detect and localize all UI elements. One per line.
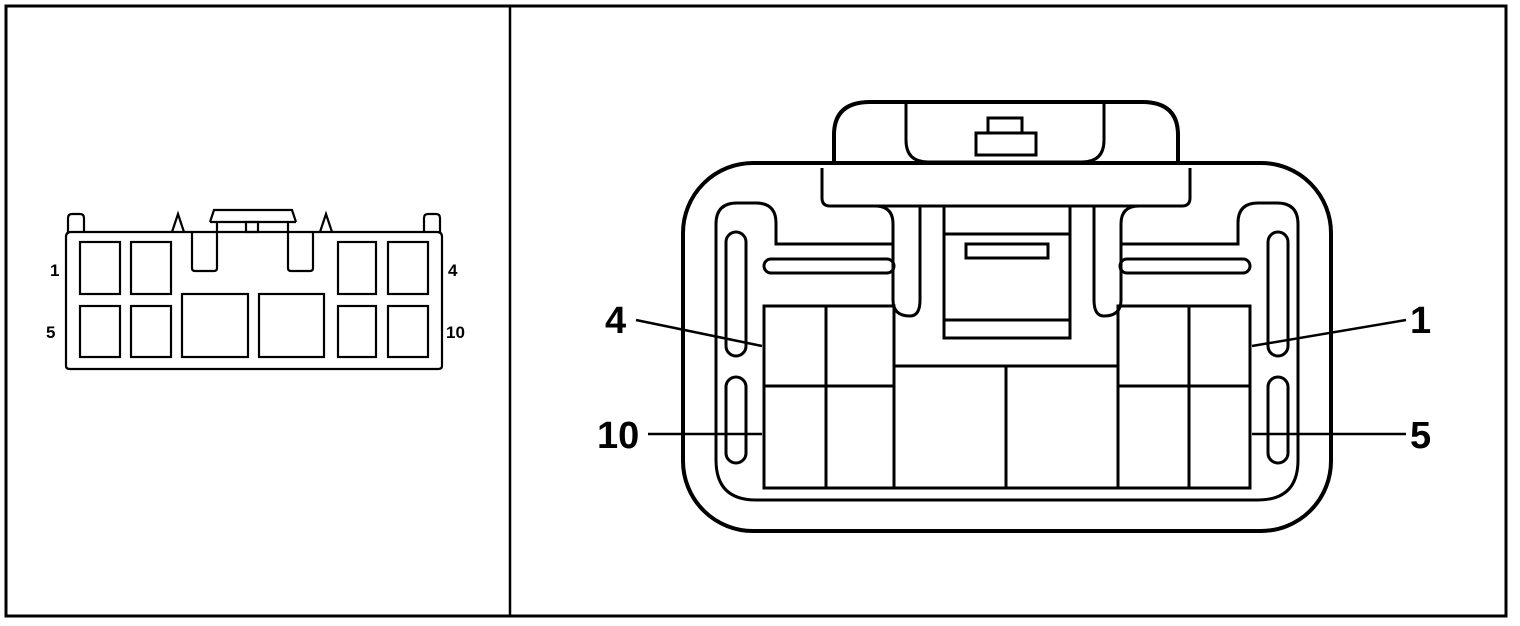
left-fin-right: [318, 210, 334, 233]
left-lock-notch-left: [190, 222, 219, 273]
left-cavity-6: [129, 304, 173, 359]
right-inner-right: [1119, 201, 1300, 460]
left-cavity-5: [78, 304, 122, 359]
right-shoulder-bar: [820, 168, 1192, 208]
right-callout-5: 5: [1410, 415, 1431, 457]
left-cavity-8: [257, 292, 326, 359]
left-cavity-3: [336, 240, 378, 296]
left-cavity-7: [180, 292, 250, 359]
right-side-slot-right-lower: [1266, 375, 1290, 465]
left-corner-latch-right: [422, 212, 442, 232]
left-corner-latch-left: [66, 212, 86, 232]
right-callout-1: 1: [1410, 300, 1431, 342]
left-pin-label-10: 10: [446, 323, 465, 342]
left-fin-left: [170, 210, 186, 233]
left-cavity-10: [386, 304, 430, 359]
right-callout-10: 10: [597, 415, 639, 457]
left-lock-top: [208, 208, 298, 223]
left-connector: [64, 208, 444, 371]
right-inner-left: [714, 201, 895, 460]
left-cavity-9: [336, 304, 378, 359]
right-side-slot-right-upper: [1266, 230, 1290, 358]
right-side-slot-left-upper: [724, 230, 748, 358]
right-latch-housing: [832, 100, 1180, 163]
right-slot-left: [762, 257, 896, 275]
left-pin-label-1: 1: [50, 261, 59, 280]
left-cavity-4: [386, 240, 430, 296]
right-side-slot-left-lower: [724, 375, 748, 465]
left-lock-tab: [244, 220, 260, 234]
right-lock-post: [942, 206, 1072, 340]
outer-frame: [4, 4, 1508, 618]
left-cavity-1: [78, 240, 122, 296]
right-latch-button-top: [986, 116, 1024, 135]
right-cavity-block: [762, 304, 1252, 490]
right-latch-inner: [904, 102, 1106, 164]
leader-line-1: [1251, 318, 1407, 348]
left-lock-notch-right: [286, 222, 315, 273]
left-pin-label-4: 4: [448, 261, 458, 280]
right-inner-bottom: [714, 459, 1300, 502]
left-connector-body: [64, 230, 444, 371]
left-pin-label-5: 5: [46, 323, 55, 342]
right-slot-right: [1118, 257, 1252, 275]
right-connector: [681, 100, 1333, 533]
right-lock-slot: [964, 242, 1050, 260]
right-callout-4: 4: [605, 300, 626, 342]
leader-line-4: [635, 318, 763, 348]
left-cavity-2: [129, 240, 173, 296]
